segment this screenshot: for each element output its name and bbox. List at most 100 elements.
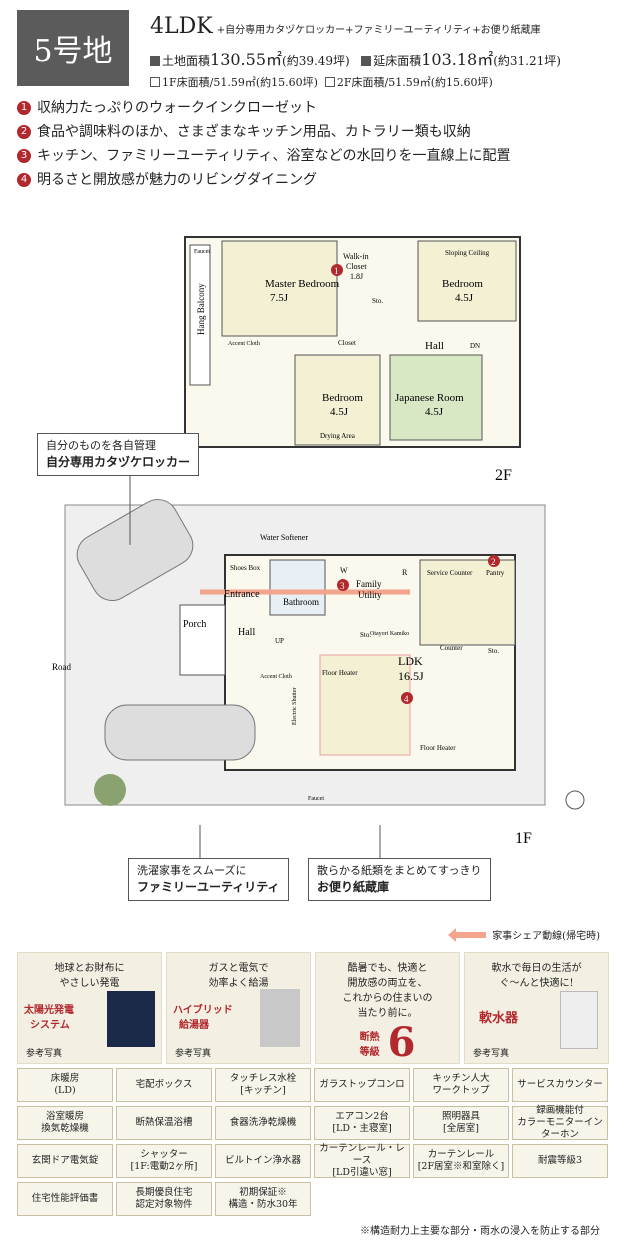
tree-icon xyxy=(94,774,126,806)
compass-icon xyxy=(565,790,585,810)
room-label: Hang Balcony xyxy=(196,283,206,335)
footnote: ※構造耐力上主要な部分・雨水の浸入を防止する部分 xyxy=(360,1226,600,1237)
tag: 宅配ボックス xyxy=(116,1068,212,1102)
car-icon xyxy=(76,499,194,601)
tag: 玄関ドア電気錠 xyxy=(17,1144,113,1178)
marker-1 xyxy=(331,264,343,276)
marker-4 xyxy=(401,692,413,704)
tag: キッチン人大ワークトップ xyxy=(413,1068,509,1102)
tag: 浴室暖房換気乾燥機 xyxy=(17,1106,113,1140)
room-label: 7.5J xyxy=(270,292,289,304)
room-label: 4.5J xyxy=(425,406,444,418)
floor-plan: Master Bedroom 7.5J Walk-in Closet 1.8J … xyxy=(52,236,585,875)
room-label: Pantry xyxy=(486,569,505,577)
floor-plan-2f: Master Bedroom 7.5J Walk-in Closet 1.8J … xyxy=(184,236,521,484)
area-info: 土地面積130.55㎡(約39.49坪) 延床面積103.18㎡(約31.21坪… xyxy=(150,46,561,90)
callout-utility: 洗濯家事をスムーズに ファミリーユーティリティ xyxy=(128,858,289,901)
floor-label: 1F xyxy=(515,830,532,847)
tag: サービスカウンター xyxy=(512,1068,608,1102)
solar-panel-icon xyxy=(107,991,155,1047)
tag: ガラストップコンロ xyxy=(314,1068,410,1102)
room-label: Faucet xyxy=(194,249,210,255)
room-label: 4.5J xyxy=(455,292,474,304)
tag: 断熱保温浴槽 xyxy=(116,1106,212,1140)
room-label: Floor Heater xyxy=(420,744,456,752)
room-label: Bedroom xyxy=(442,278,483,290)
marker-label: 2 xyxy=(491,557,496,567)
tag: 耐震等級3 xyxy=(512,1144,608,1178)
room-label: Counter xyxy=(440,644,463,652)
room-label: W xyxy=(340,566,348,575)
room-label: Porch xyxy=(183,619,206,630)
marker-label: 3 xyxy=(340,581,345,591)
room-label: 16.5J xyxy=(398,669,424,683)
water-heater-icon xyxy=(260,989,300,1047)
room-label: Shoes Box xyxy=(230,564,261,572)
marker-label: 1 xyxy=(334,266,339,276)
tag: カーテンレール・レース[LD引違い窓] xyxy=(314,1143,410,1178)
card-hybrid-heater: ガスと電気で効率よく給湯 ハイブリッド 給湯器 参考写真 xyxy=(166,952,311,1064)
tag: エアコン2台[LD・主寝室] xyxy=(314,1106,410,1140)
tag: 初期保証※構造・防水30年 xyxy=(215,1182,311,1216)
room-label: Road xyxy=(52,662,71,672)
room-label: Sloping Ceiling xyxy=(445,249,490,257)
room-label: Drying Area xyxy=(320,432,356,440)
layout-type: 4LDK+自分専用カタヅケロッカー+ファミリーユーティリティ+お便り紙蔵庫 xyxy=(150,14,541,39)
room-label: LDK xyxy=(398,654,423,668)
room-label: Service Counter xyxy=(427,569,473,577)
room-label: Closet xyxy=(338,339,356,347)
room-label: Bathroom xyxy=(283,597,319,607)
room-label: Sto. xyxy=(488,647,499,655)
room-label: Floor Heater xyxy=(322,669,358,677)
room-label: Electric Shutter xyxy=(292,688,298,726)
equipment-cards: 地球とお財布にやさしい発電 太陽光発電 システム 参考写真 ガスと電気で効率よく… xyxy=(17,952,609,1066)
marker-label: 4 xyxy=(404,694,409,704)
room-label: Utility xyxy=(358,590,382,600)
tag: カーテンレール[2F居室※和室除く] xyxy=(413,1144,509,1178)
room-label: Walk-in xyxy=(343,252,369,261)
marker-2 xyxy=(488,555,500,567)
arrow-icon xyxy=(448,927,487,942)
room-label: Accent Cloth xyxy=(260,674,292,680)
room-label: Water Softener xyxy=(260,533,308,542)
room-label: Master Bedroom xyxy=(265,278,340,290)
tag: タッチレス水栓[キッチン] xyxy=(215,1068,311,1102)
tag: ビルトイン浄水器 xyxy=(215,1144,311,1178)
tag: 照明器具[全居室] xyxy=(413,1106,509,1140)
tag: 食器洗浄乾燥機 xyxy=(215,1106,311,1140)
room-label: Accent Cloth xyxy=(228,341,260,347)
floor-plan-1f: Water Softener Shoes Box Entrance Bathro… xyxy=(52,499,585,847)
room-label: UP xyxy=(275,637,284,645)
room-label: Hall xyxy=(238,627,255,638)
lot-number-badge: 5号地 xyxy=(17,10,129,86)
room-label: Closet xyxy=(346,262,367,271)
floor-label: 2F xyxy=(495,467,512,484)
room-label: Sto. xyxy=(360,631,371,639)
car-icon xyxy=(104,704,256,761)
legend: 家事シェア動線(帰宅時) xyxy=(448,927,600,942)
room-label: Hall xyxy=(425,340,444,352)
room-label: Bedroom xyxy=(322,392,363,404)
room-label: Sto. xyxy=(372,297,383,305)
room-label: 4.5J xyxy=(330,406,349,418)
tag: 床暖房(LD) xyxy=(17,1068,113,1102)
room-label: DN xyxy=(470,342,480,350)
room-label: Otayori Kamiko xyxy=(370,631,409,637)
room-label: 1.8J xyxy=(350,272,363,281)
callout-locker: 自分のものを各自管理 自分専用カタヅケロッカー xyxy=(37,433,200,476)
tag: 録画機能付カラーモニターインターホン xyxy=(512,1105,608,1140)
tag: 長期優良住宅認定対象物件 xyxy=(116,1182,212,1216)
room-label: Japanese Room xyxy=(395,392,464,404)
tag: 住宅性能評価書 xyxy=(17,1182,113,1216)
card-solar: 地球とお財布にやさしい発電 太陽光発電 システム 参考写真 xyxy=(17,952,162,1064)
callout-letter: 散らかる紙類をまとめてすっきり お便り紙蔵庫 xyxy=(308,858,491,901)
tag: シャッター[1F:電動2ヶ所] xyxy=(116,1144,212,1178)
room-label: R xyxy=(402,568,408,577)
card-water-softener: 軟水で毎日の生活がぐ〜んと快適に! 軟水器 参考写真 xyxy=(464,952,609,1064)
room-label: Family xyxy=(356,579,382,589)
